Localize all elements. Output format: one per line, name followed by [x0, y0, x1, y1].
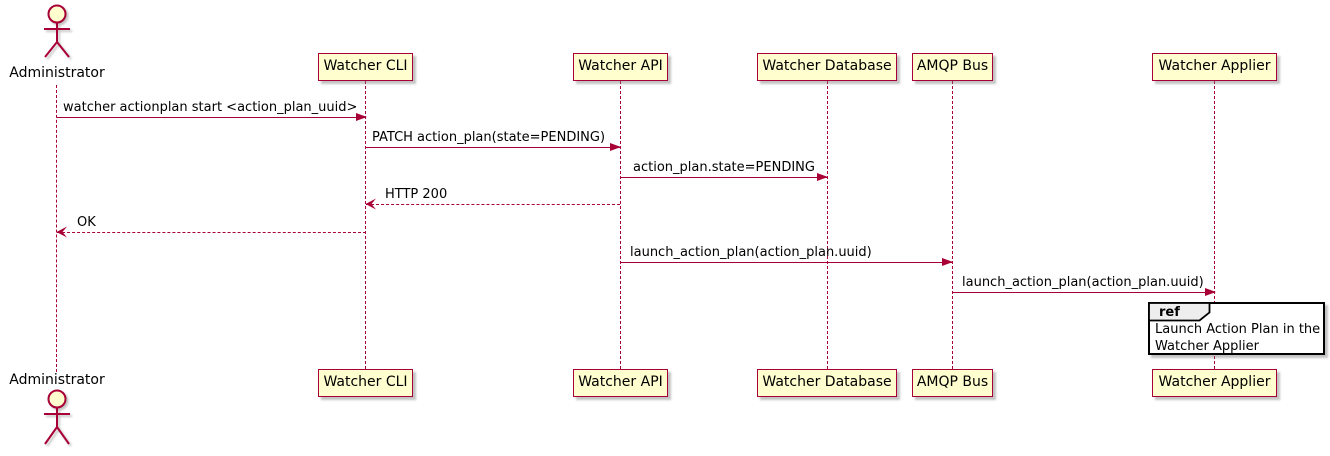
ref-text-line2: Watcher Applier — [1155, 339, 1259, 354]
arrowhead-left-icon — [365, 198, 376, 210]
arrowhead-left-icon — [56, 226, 67, 238]
arrowhead-right-icon — [356, 113, 367, 121]
actor-label-top: Administrator — [9, 65, 105, 81]
message-label: launch_action_plan(action_plan.uuid) — [962, 275, 1204, 290]
actor-icon-bottom — [44, 389, 70, 445]
ref-header-pentagon — [1148, 302, 1211, 322]
lifeline-watcher-api — [620, 81, 621, 369]
message-label: OK — [77, 215, 96, 230]
arrowhead-right-icon — [1205, 288, 1216, 296]
message-label: action_plan.state=PENDING — [633, 160, 815, 175]
ref-text-line1: Launch Action Plan in the — [1155, 322, 1321, 337]
ref-fragment: ref Launch Action Plan in the Watcher Ap… — [1148, 302, 1325, 355]
arrowhead-right-icon — [942, 258, 953, 266]
message-line — [952, 292, 1215, 293]
participant-watcher-applier-top: Watcher Applier — [1152, 53, 1277, 81]
actor-icon-top — [44, 4, 70, 58]
participant-watcher-api-top: Watcher API — [573, 53, 668, 81]
actor-label-bottom: Administrator — [9, 372, 105, 388]
lifeline-watcher-database — [827, 81, 828, 369]
participant-watcher-applier-bottom: Watcher Applier — [1152, 369, 1277, 397]
participant-watcher-database-bottom: Watcher Database — [757, 369, 897, 397]
message-line — [366, 204, 620, 205]
lifeline-watcher-cli — [365, 81, 366, 369]
message-label: watcher actionplan start <action_plan_uu… — [63, 100, 358, 115]
participant-watcher-cli-bottom: Watcher CLI — [318, 369, 413, 397]
arrowhead-right-icon — [817, 173, 828, 181]
participant-amqp-bus-top: AMQP Bus — [912, 53, 993, 81]
message-label: PATCH action_plan(state=PENDING) — [372, 130, 606, 145]
ref-text: Launch Action Plan in the Watcher Applie… — [1155, 321, 1320, 355]
message-line — [57, 232, 366, 233]
message-label: launch_action_plan(action_plan.uuid) — [630, 245, 872, 260]
lifeline-watcher-applier — [1214, 81, 1215, 369]
participant-watcher-database-top: Watcher Database — [757, 53, 897, 81]
lifeline-amqp-bus — [952, 81, 953, 369]
message-label: HTTP 200 — [385, 187, 448, 202]
message-line — [57, 117, 366, 118]
lifeline-administrator — [56, 85, 57, 372]
participant-watcher-api-bottom: Watcher API — [573, 369, 668, 397]
message-line — [620, 262, 952, 263]
ref-keyword: ref — [1159, 305, 1180, 320]
participant-watcher-cli-top: Watcher CLI — [318, 53, 413, 81]
message-line — [366, 147, 620, 148]
arrowhead-right-icon — [610, 143, 621, 151]
message-line — [620, 177, 827, 178]
participant-amqp-bus-bottom: AMQP Bus — [912, 369, 993, 397]
